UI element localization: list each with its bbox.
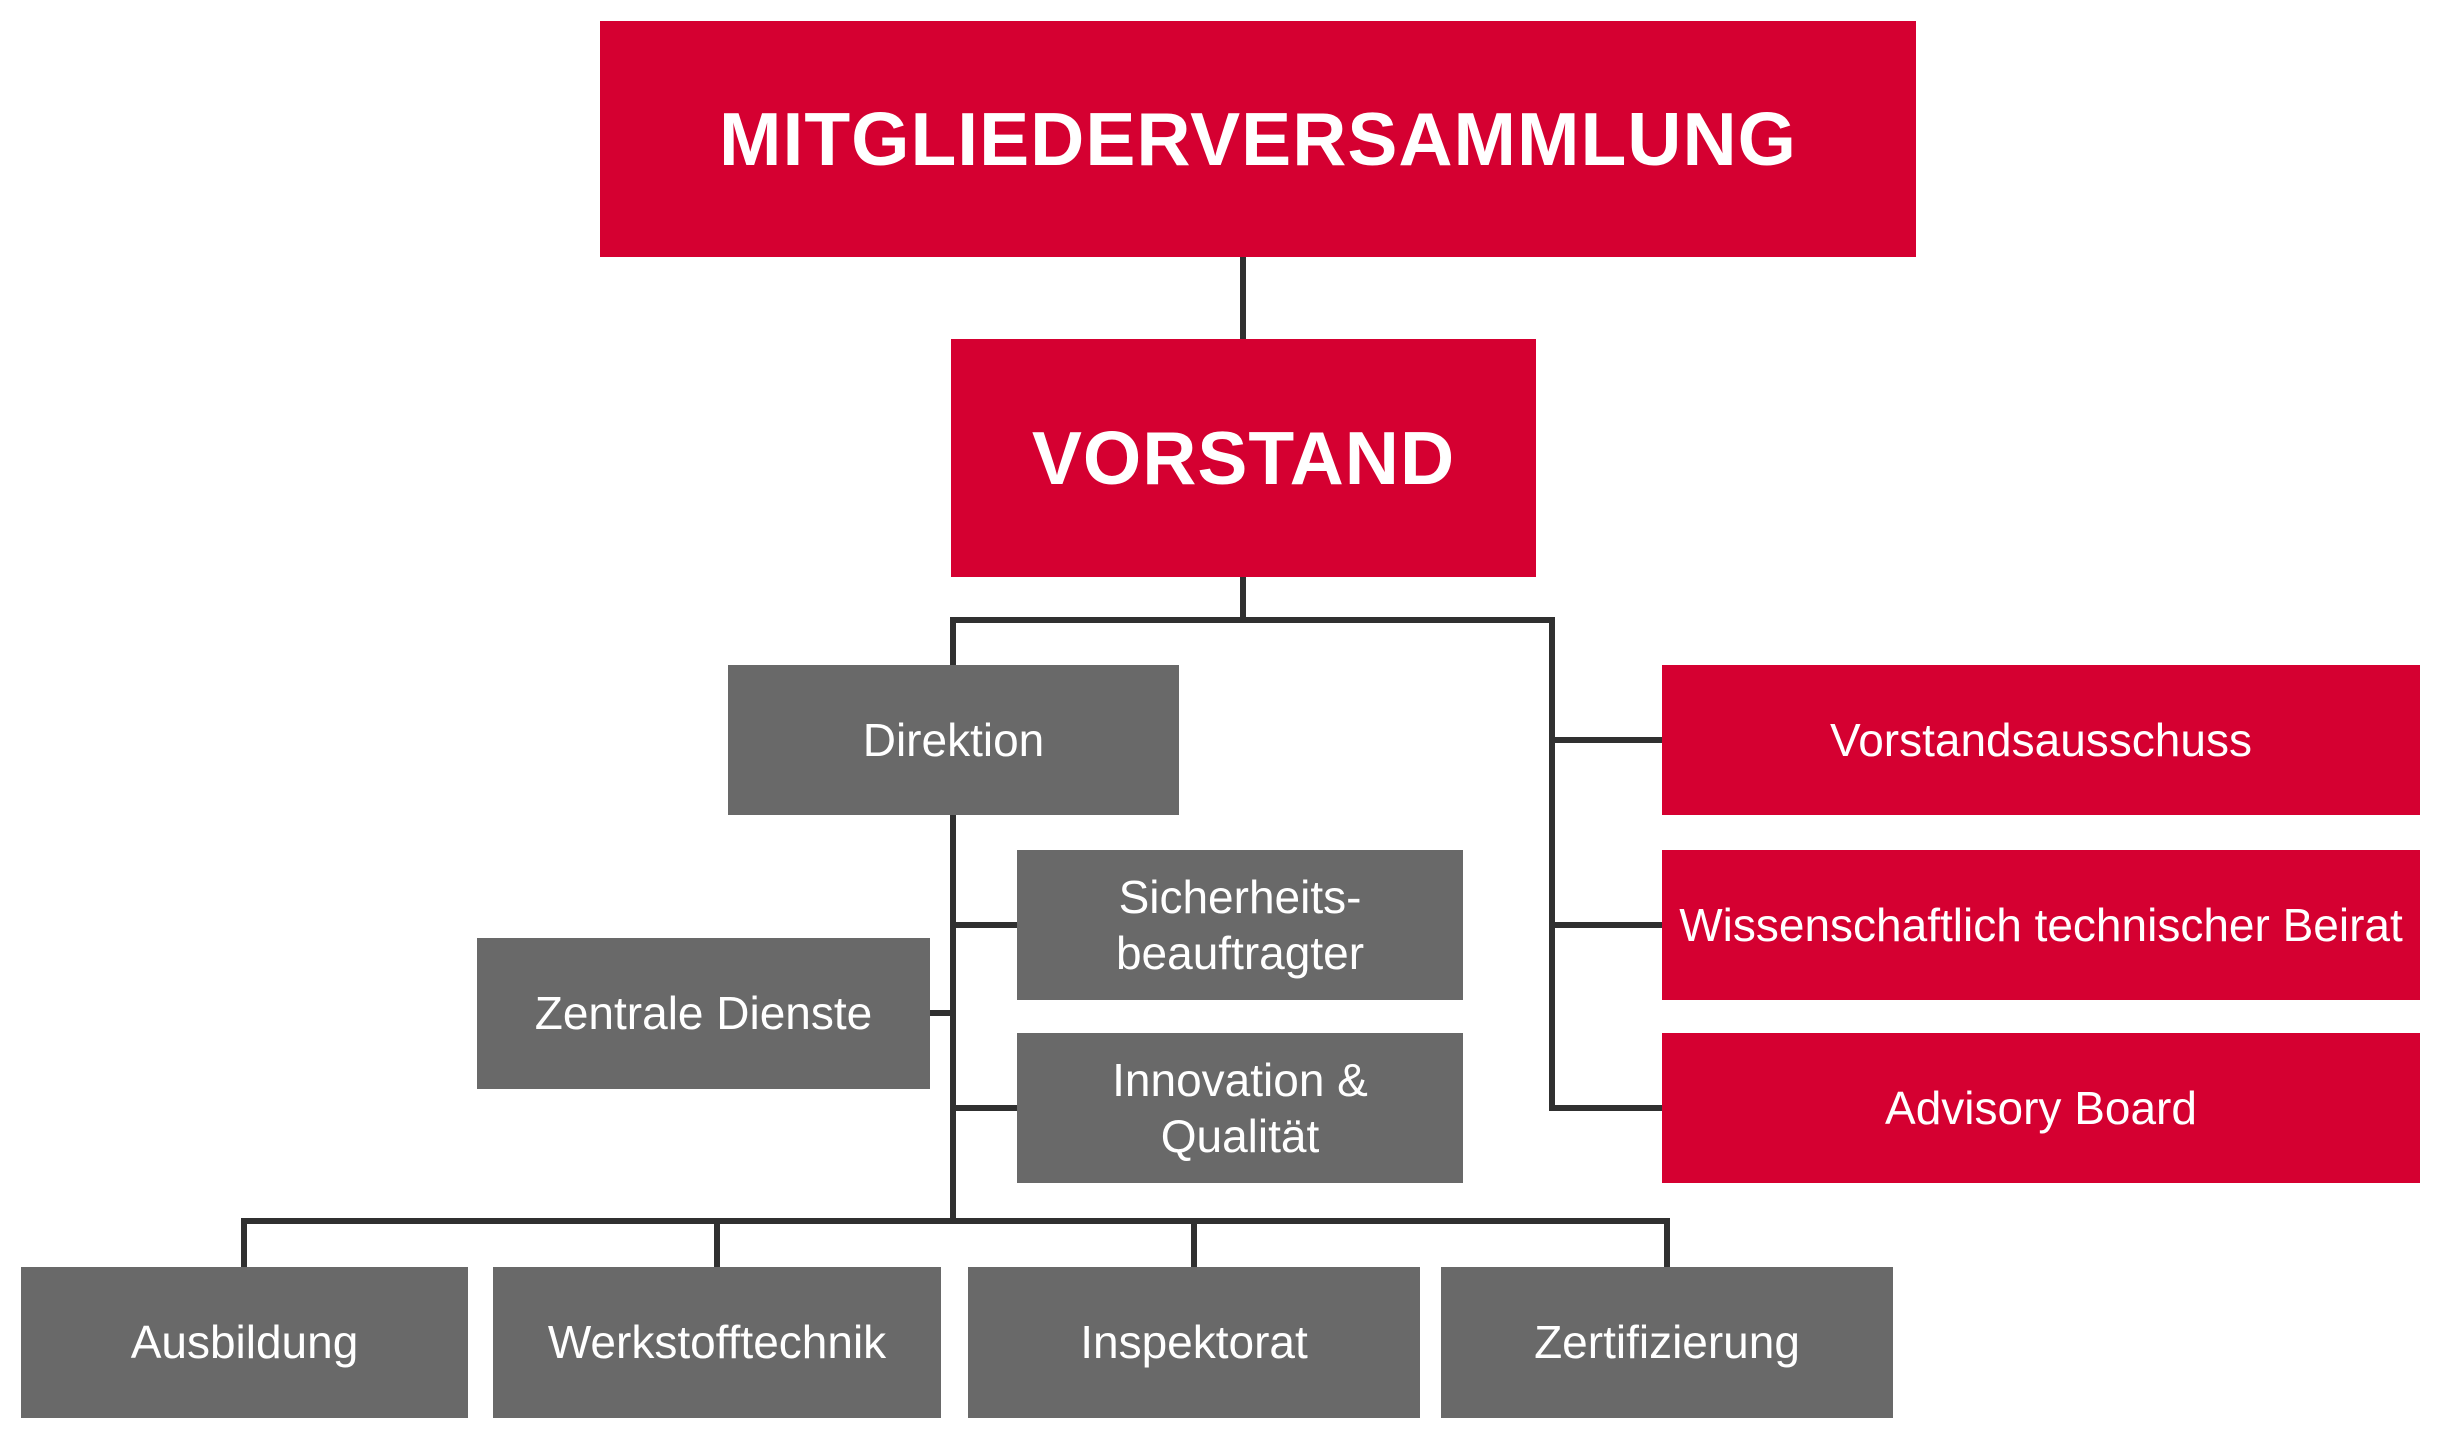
edge-drop-werkstofftechnik — [714, 1218, 720, 1269]
edge-branch-beirat — [1549, 922, 1664, 928]
node-innovation-qualitaet: Innovation & Qualität — [1017, 1033, 1463, 1183]
node-zertifizierung: Zertifizierung — [1441, 1267, 1893, 1418]
edge-branch-innovation-qualitaet — [950, 1105, 1019, 1111]
node-advisory-board: Advisory Board — [1662, 1033, 2420, 1183]
edge-drop-ausbildung — [241, 1218, 247, 1269]
edge-mitglieder-vorstand — [1240, 256, 1246, 340]
node-sicherheitsbeauftragter: Sicherheits- beauftragter — [1017, 850, 1463, 1000]
edge-branch-vorstandsausschuss — [1549, 737, 1664, 743]
edge-right-trunk — [1549, 617, 1555, 1111]
edge-drop-zertifizierung — [1664, 1218, 1670, 1269]
node-mitgliederversammlung: MITGLIEDERVERSAMMLUNG — [600, 21, 1916, 257]
node-vorstand: VORSTAND — [951, 339, 1536, 577]
node-werkstofftechnik: Werkstofftechnik — [493, 1267, 941, 1418]
node-wissenschaftlich-technischer-beirat: Wissenschaftlich technischer Beirat — [1662, 850, 2420, 1000]
edge-branch-zentrale-dienste — [928, 1010, 956, 1016]
edge-branch-advisory-board — [1549, 1105, 1664, 1111]
edge-branch-sicherheitsbeauftragter — [950, 922, 1019, 928]
node-ausbildung: Ausbildung — [21, 1267, 468, 1418]
edge-drop-inspektorat — [1191, 1218, 1197, 1269]
node-direktion: Direktion — [728, 665, 1179, 815]
node-inspektorat: Inspektorat — [968, 1267, 1420, 1418]
edge-tbar-direktion — [950, 617, 956, 667]
node-zentrale-dienste: Zentrale Dienste — [477, 938, 930, 1089]
edge-tbar — [950, 617, 1555, 623]
edge-bottom-distributor — [241, 1218, 1670, 1224]
node-vorstandsausschuss: Vorstandsausschuss — [1662, 665, 2420, 815]
edge-vorstand-tbar — [1240, 577, 1246, 623]
edge-direktion-trunk — [950, 815, 956, 1224]
